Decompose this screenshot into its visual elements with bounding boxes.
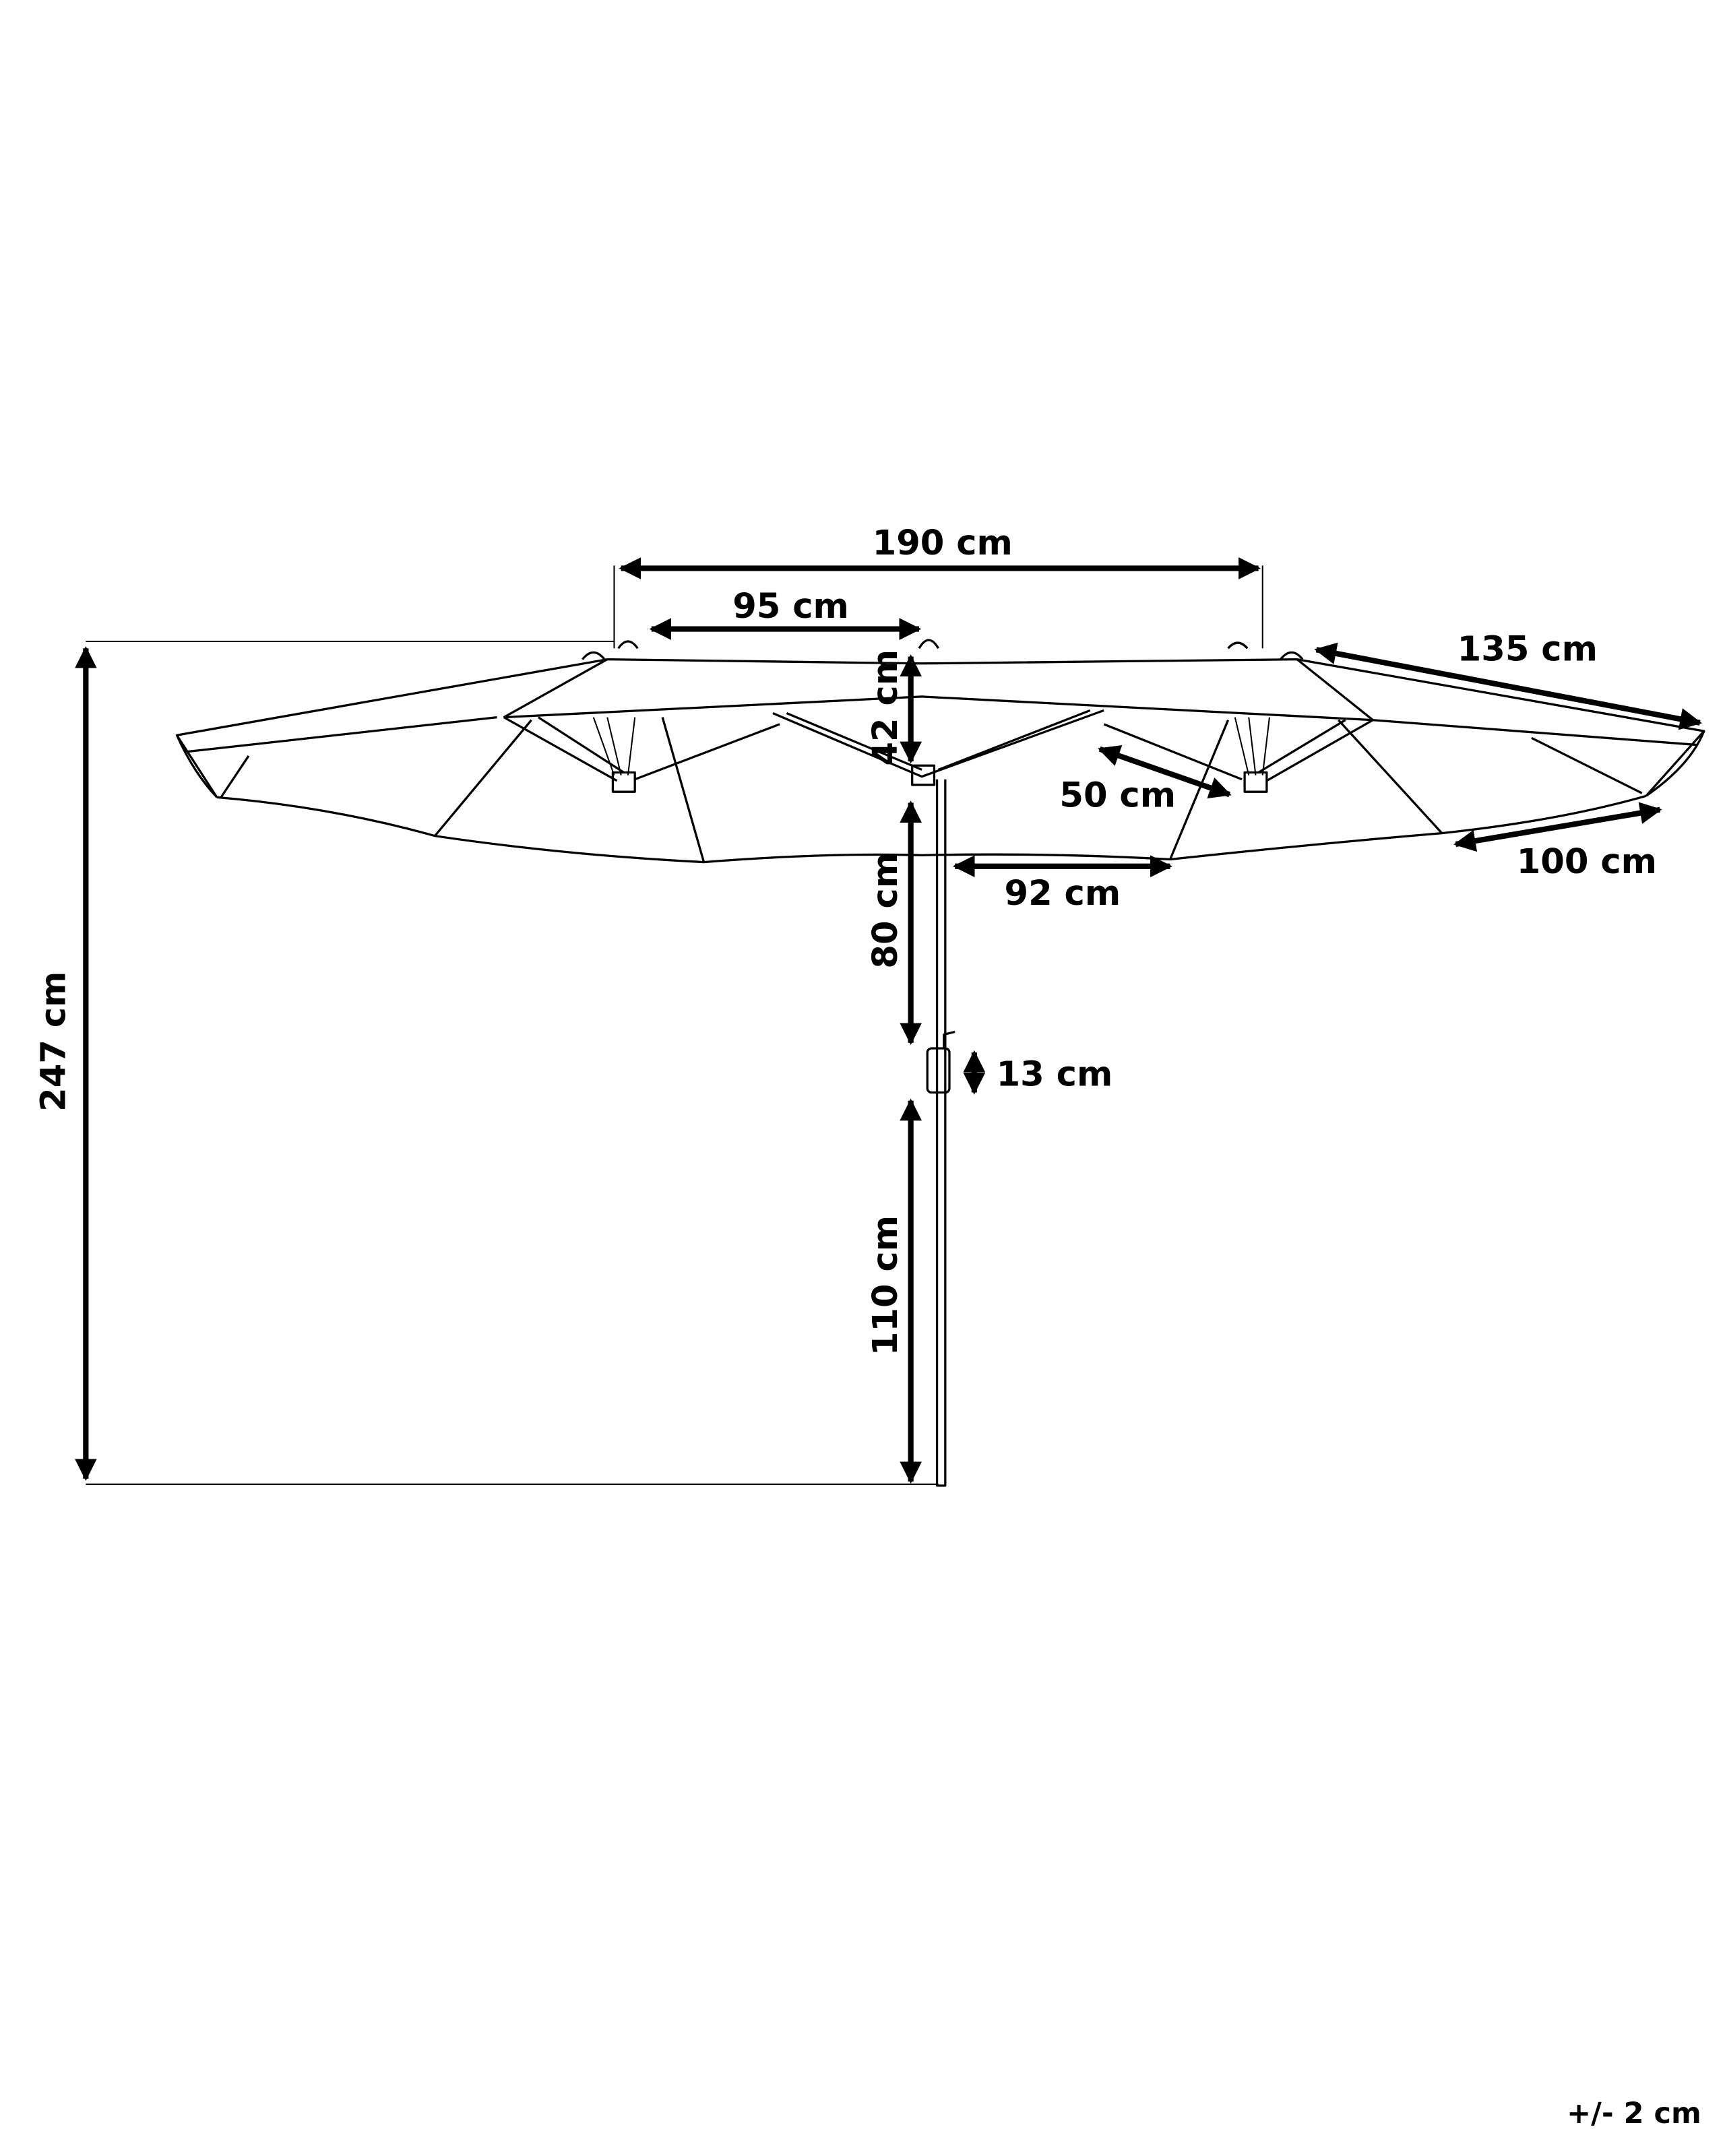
hub-center: [911, 764, 936, 786]
label-50: 50 cm: [1059, 775, 1176, 816]
label-95: 95 cm: [732, 586, 849, 627]
label-92: 92 cm: [1005, 873, 1121, 914]
crank-handle: [926, 1047, 951, 1094]
struts: [772, 709, 1104, 778]
hub-right: [1243, 771, 1268, 793]
label-247: 247 cm: [34, 972, 74, 1112]
label-110: 110 cm: [865, 1215, 906, 1356]
umbrella-illustration: [175, 639, 1705, 1487]
tolerance-note: +/- 2 cm: [1567, 2097, 1701, 2130]
dimension-arrows: [74, 557, 1702, 1484]
pole: [935, 779, 947, 1487]
hub-left: [611, 771, 636, 793]
label-13: 13 cm: [997, 1054, 1113, 1094]
extension-lines: [86, 565, 1263, 1485]
label-100: 100 cm: [1517, 842, 1657, 882]
label-80: 80 cm: [865, 852, 906, 969]
canopy-left: [175, 658, 608, 798]
label-42: 42 cm: [865, 649, 906, 766]
label-135: 135 cm: [1457, 629, 1598, 670]
dim-100-arrow: [1453, 802, 1662, 852]
dim-135-arrow: [1314, 642, 1702, 730]
label-190: 190 cm: [873, 523, 1013, 563]
dimension-labels: 247 cm 190 cm 95 cm 42 cm 80 cm 110 cm 1…: [34, 523, 1701, 2130]
dim-50-arrow: [1098, 745, 1232, 798]
